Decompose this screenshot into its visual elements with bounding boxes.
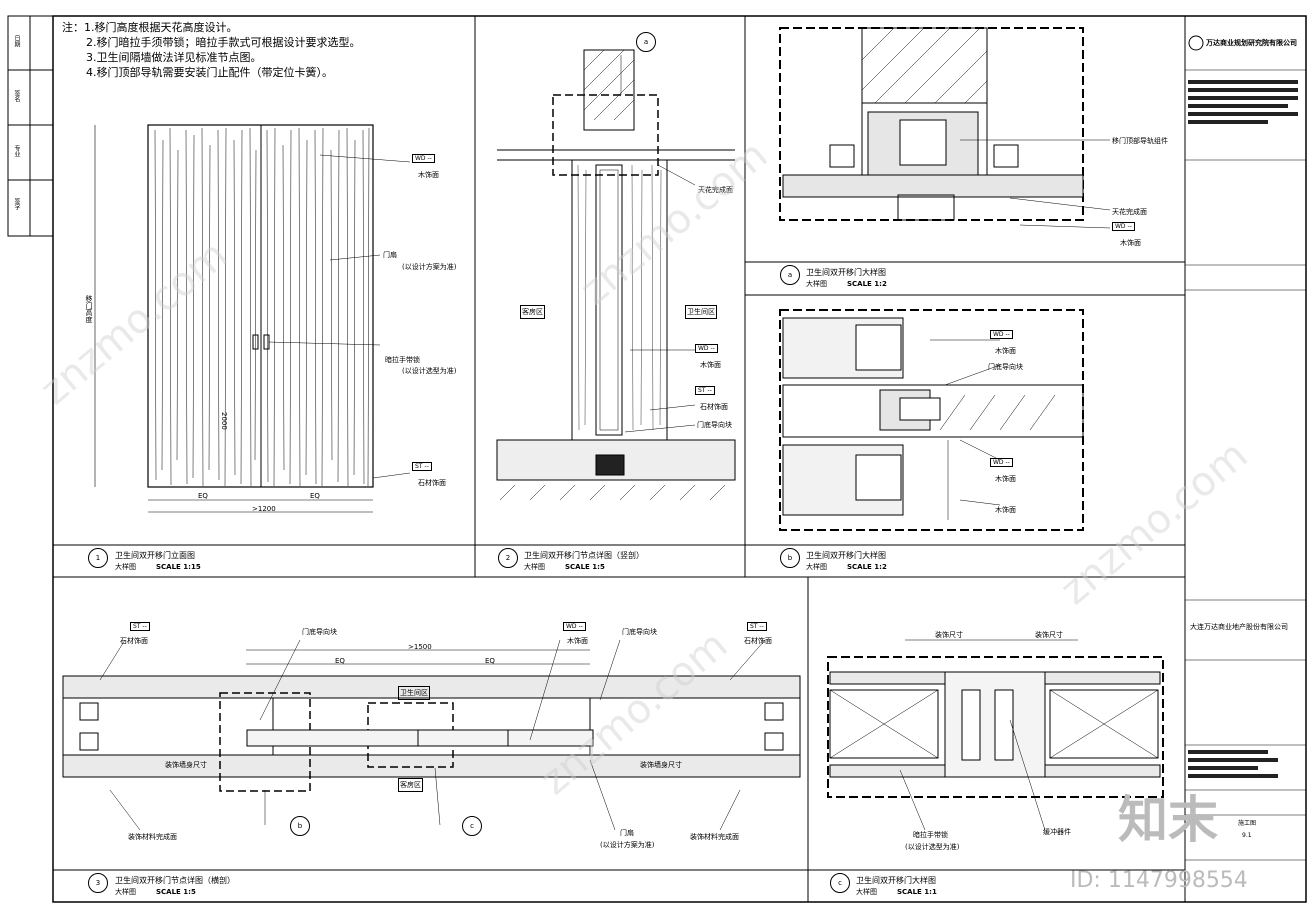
strip-sign: 签名 <box>13 90 20 102</box>
p1-label-wood: 木饰面 <box>418 171 439 179</box>
pb-tag-wd2: WD -- <box>990 458 1013 467</box>
pc-label-handle: 暗拉手带锁 <box>913 831 948 839</box>
pa-tag-wd: WD -- <box>1112 222 1135 231</box>
caption-title-a: 卫生间双开移门大样图 <box>806 268 886 277</box>
p1-label-door: 门扇 <box>383 251 397 259</box>
p1-dim-eq1: EQ <box>198 492 208 500</box>
pc-label-stone: 缓冲器件 <box>1043 828 1071 836</box>
p1-dim-door-height: 移门高度 <box>85 295 93 323</box>
p3-label-wall-left: 装饰墙身尺寸 <box>165 761 207 769</box>
p2-label-right: 卫生间区 <box>685 305 717 319</box>
caption-num-a: a <box>780 265 800 285</box>
p2-label-stone: 石材饰面 <box>700 403 728 411</box>
strip-discipline: 专业 <box>13 145 20 157</box>
callout-a-top: a <box>636 32 656 52</box>
tag-wd: WD -- <box>412 154 435 163</box>
caption-title-3: 卫生间双开移门节点详图（横剖） <box>115 876 235 885</box>
p3-label-finish-right: 装饰材料完成面 <box>690 833 739 841</box>
p2-tag-wd: WD -- <box>695 344 718 353</box>
p3-label-stone-right: 石材饰面 <box>744 637 772 645</box>
p3-label-door: 门扇 <box>620 829 634 837</box>
p2-label-left: 客房区 <box>520 305 545 319</box>
note-4: 4.移门顶部导轨需要安装门止配件（带定位卡簧）。 <box>86 66 333 79</box>
pa-label-ceiling: 天花完成面 <box>1112 208 1147 216</box>
p2-tag-st: ST -- <box>695 386 715 395</box>
caption-title-1: 卫生间双开移门立面图 <box>115 551 195 560</box>
p3-tag-st-right: ST -- <box>747 622 767 631</box>
pb-label-wood2: 木饰面 <box>995 475 1016 483</box>
pc-dim-right: 装饰尺寸 <box>1035 631 1063 639</box>
caption-title-c: 卫生间双开移门大样图 <box>856 876 936 885</box>
caption-num-c: c <box>830 873 850 893</box>
caption-title-2: 卫生间双开移门节点详图（竖剖） <box>524 551 644 560</box>
pc-dim-left: 装饰尺寸 <box>935 631 963 639</box>
p2-label-wood: 木饰面 <box>700 361 721 369</box>
title-block-client: 大连万达商业地产股份有限公司 <box>1190 623 1288 631</box>
p1-dim-eq2: EQ <box>310 492 320 500</box>
title-block-sheet-label: 施工图 <box>1238 820 1257 827</box>
general-notes: 注：1.移门高度根据天花高度设计。 2.移门暗拉手须带锁；暗拉手款式可根据设计要… <box>62 20 361 80</box>
p1-dim-height: 2000 <box>220 412 228 430</box>
caption-num-1: 1 <box>88 548 108 568</box>
p3-dim-total: >1500 <box>408 643 432 651</box>
pb-tag-wd1: WD -- <box>990 330 1013 339</box>
pb-label-wood3: 木饰面 <box>995 506 1016 514</box>
p1-label-handle: 暗拉手带锁 <box>385 356 420 364</box>
p3-label-guide-left: 门底导向块 <box>302 628 337 636</box>
strip-date: 日期 <box>13 35 20 47</box>
title-block-company: 万达商业规划研究院有限公司 <box>1206 39 1297 47</box>
p3-label-door-note: (以设计方案为准) <box>600 841 655 849</box>
tag-st: ST -- <box>412 462 432 471</box>
p1-label-door-note: (以设计方案为准) <box>402 263 457 271</box>
pb-label-wood1: 木饰面 <box>995 347 1016 355</box>
callout-b: b <box>290 816 310 836</box>
p3-label-guest: 客房区 <box>398 778 423 792</box>
p3-label-wall-right: 装饰墙身尺寸 <box>640 761 682 769</box>
strip-signature: 签字 <box>13 198 20 210</box>
p2-label-ceiling: 天花完成面 <box>698 186 733 194</box>
p2-label-guide: 门底导向块 <box>697 421 732 429</box>
p1-label-stone: 石材饰面 <box>418 479 446 487</box>
title-block-sheet-no: 9.1 <box>1242 832 1252 839</box>
pa-label-wood: 木饰面 <box>1120 239 1141 247</box>
p3-tag-st-left: ST -- <box>130 622 150 631</box>
p1-dim-total: >1200 <box>252 505 276 513</box>
p3-label-wood: 木饰面 <box>567 637 588 645</box>
callout-c: c <box>462 816 482 836</box>
note-1: 注：1.移门高度根据天花高度设计。 <box>62 21 238 34</box>
p1-label-handle-note: (以设计选型为准) <box>402 367 457 375</box>
note-3: 3.卫生间隔墙做法详见标准节点图。 <box>86 51 262 64</box>
pa-label-rail: 移门顶部导轨组件 <box>1112 137 1168 145</box>
caption-num-b: b <box>780 548 800 568</box>
brand-logo: 知末 <box>1118 791 1218 849</box>
p3-dim-eq2: EQ <box>485 657 495 665</box>
p3-label-guide-right: 门底导向块 <box>622 628 657 636</box>
note-2: 2.移门暗拉手须带锁；暗拉手款式可根据设计要求选型。 <box>86 36 361 49</box>
p3-label-stone-left: 石材饰面 <box>120 637 148 645</box>
p3-label-finish-left: 装饰材料完成面 <box>128 833 177 841</box>
p3-dim-eq1: EQ <box>335 657 345 665</box>
caption-title-b: 卫生间双开移门大样图 <box>806 551 886 560</box>
image-id: ID: 1147998554 <box>1070 868 1248 893</box>
caption-num-3: 3 <box>88 873 108 893</box>
caption-num-2: 2 <box>498 548 518 568</box>
pc-label-handle-note: (以设计选型为准) <box>905 843 960 851</box>
p3-label-bath: 卫生间区 <box>398 686 430 700</box>
pb-label-guide: 门底导向块 <box>988 363 1023 371</box>
p3-tag-wd: WD -- <box>563 622 586 631</box>
